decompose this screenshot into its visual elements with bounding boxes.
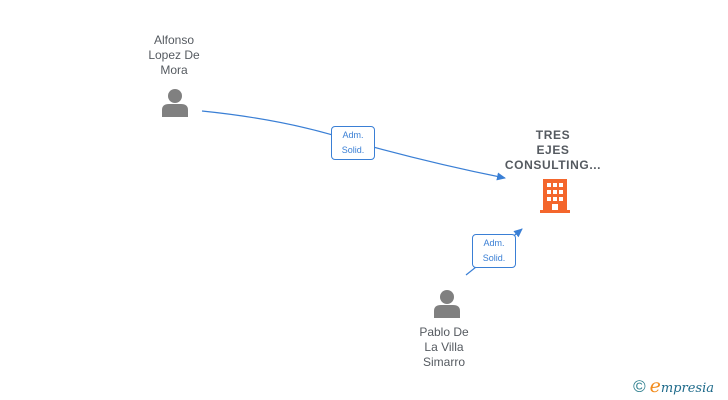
person-icon[interactable] (433, 289, 461, 318)
edge-label-role[interactable]: Adm. Solid. (331, 126, 375, 160)
copyright-icon: © (633, 376, 646, 396)
person-node-label-alfonso[interactable]: Alfonso Lopez De Mora (148, 33, 200, 77)
building-icon[interactable] (540, 179, 570, 213)
footer-brand: © empresia (633, 375, 714, 397)
edge-label-role[interactable]: Adm. Solid. (472, 234, 516, 268)
company-node-label[interactable]: TRES EJES CONSULTING... (504, 128, 602, 172)
brand-logo[interactable]: empresia (649, 375, 714, 397)
person-node-label-pablo[interactable]: Pablo De La Villa Simarro (419, 325, 469, 369)
person-icon[interactable] (161, 88, 189, 117)
